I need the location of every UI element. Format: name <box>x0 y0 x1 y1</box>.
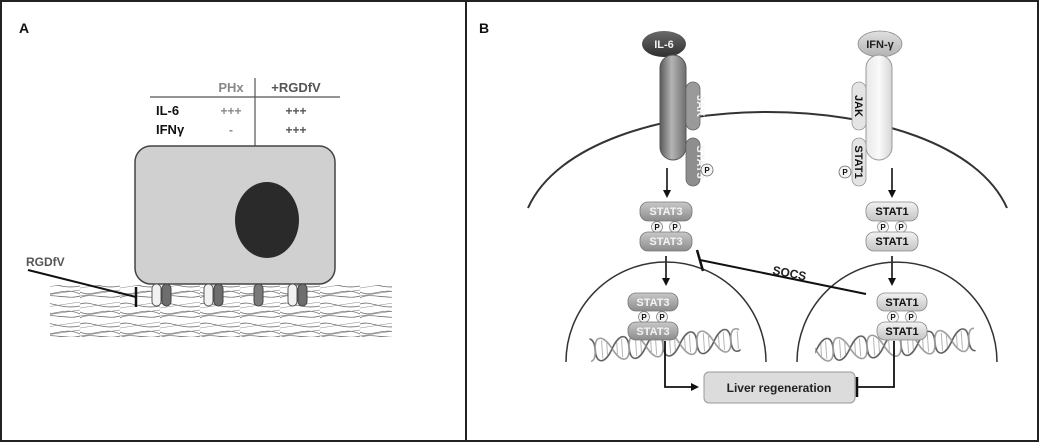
stat3-nuc-top-label: STAT3 <box>636 297 669 309</box>
table-header-phx: PHx <box>218 80 244 95</box>
stat3-nuc-p2-label: P <box>659 313 665 322</box>
table-row-ifng-phx: - <box>229 123 233 137</box>
stat3-bottom-label: STAT3 <box>649 236 682 248</box>
integrin-light <box>151 283 162 307</box>
cell-membrane <box>527 111 1008 209</box>
integrins <box>151 283 308 307</box>
table-row-ifng-rgdfv: +++ <box>285 123 306 137</box>
integrin-dark <box>253 283 264 307</box>
integrin-dark <box>297 283 308 307</box>
rgdfv-inhibition-line <box>27 269 137 298</box>
integrin-light <box>203 283 214 307</box>
ifng-receptor <box>865 54 893 161</box>
stat1-top <box>865 201 919 222</box>
phospho-left <box>700 163 714 177</box>
stat1-nuc-top <box>876 292 928 312</box>
phospho-left-label: P <box>704 166 710 175</box>
stat3-top-label: STAT3 <box>649 206 682 218</box>
integrin-dark <box>161 283 172 307</box>
stat1-docked-label: STAT1 <box>852 145 864 178</box>
stat1-bottom <box>865 231 919 252</box>
stat1-dimer-cytoplasm: STAT1 P P STAT1 <box>865 201 919 252</box>
panel-a: A PHx +RGDfV IL-6 +++ +++ IFNγ - +++ <box>19 20 392 337</box>
phospho-right <box>838 165 852 179</box>
stat3-nuc-p1-label: P <box>641 313 647 322</box>
stat1-top-label: STAT1 <box>875 206 908 218</box>
stat3-dimer-cytoplasm: STAT3 P P STAT3 <box>639 201 693 252</box>
stat1-dimer-p1-label: P <box>880 223 886 232</box>
stat3-dimer-p2-label: P <box>672 223 678 232</box>
stat1-nuc-top-label: STAT1 <box>885 297 918 309</box>
il6-receptor <box>659 54 687 161</box>
ifng-label: IFN-γ <box>866 39 894 51</box>
table-header-rgdfv: +RGDfV <box>271 80 321 95</box>
stat1-nuc-p2-label: P <box>908 313 914 322</box>
arrow-stat3-to-regeneration <box>664 341 699 391</box>
rgdfv-label: RGDfV <box>26 255 65 269</box>
socs-inhibition-bar <box>695 249 705 272</box>
stat3-nuc-bottom <box>627 321 679 341</box>
table-row-il6-label: IL-6 <box>156 103 179 118</box>
panel-b: B IL-6 JAK STAT3 P IFN-γ JAK STAT1 P STA… <box>479 20 1008 404</box>
jak-right <box>851 81 867 131</box>
il6-ligand <box>642 31 686 57</box>
stat3-top <box>639 201 693 222</box>
stat1-bottom-label: STAT1 <box>875 236 908 248</box>
il6-label: IL-6 <box>654 39 674 51</box>
stat1-docked <box>851 137 867 187</box>
stat3-nuc-top <box>627 292 679 312</box>
socs-label: SOCS <box>771 263 807 283</box>
cytokine-table: PHx +RGDfV IL-6 +++ +++ IFNγ - +++ <box>150 78 340 146</box>
table-row-il6-phx: +++ <box>220 104 241 118</box>
nucleus-left <box>565 261 767 363</box>
stat1-dimer-p2-label: P <box>898 223 904 232</box>
liver-regeneration-label: Liver regeneration <box>727 381 832 395</box>
dna-right <box>814 324 976 362</box>
integrin-dark <box>213 283 224 307</box>
nucleus-right <box>796 261 998 363</box>
stat1-nuc-p1-label: P <box>890 313 896 322</box>
panel-b-letter: B <box>479 20 489 36</box>
stat1-nuc-bottom-label: STAT1 <box>885 326 918 338</box>
hepatocyte-nucleus <box>235 182 299 258</box>
jak-left <box>685 81 701 131</box>
stat3-docked <box>685 137 701 187</box>
liver-regeneration-box <box>703 371 856 404</box>
integrin-light <box>287 283 298 307</box>
jak-right-label: JAK <box>852 95 864 117</box>
stat3-dimer-p1-label: P <box>654 223 660 232</box>
phospho-right-label: P <box>842 168 848 177</box>
stat1-nuc-bottom <box>876 321 928 341</box>
stat1-inhibition-line <box>857 341 895 388</box>
socs-inhibition-line <box>699 259 867 295</box>
stat3-dimer-nucleus: STAT3 P P STAT3 <box>627 292 679 341</box>
panel-a-letter: A <box>19 20 29 36</box>
table-row-ifng-label: IFNγ <box>156 122 185 137</box>
table-row-il6-rgdfv: +++ <box>285 104 306 118</box>
stat1-dimer-nucleus: STAT1 P P STAT1 <box>876 292 928 341</box>
hepatocyte-cell <box>134 145 336 285</box>
jak-left-label: JAK <box>694 95 706 117</box>
stat3-bottom <box>639 231 693 252</box>
stat3-nuc-bottom-label: STAT3 <box>636 326 669 338</box>
